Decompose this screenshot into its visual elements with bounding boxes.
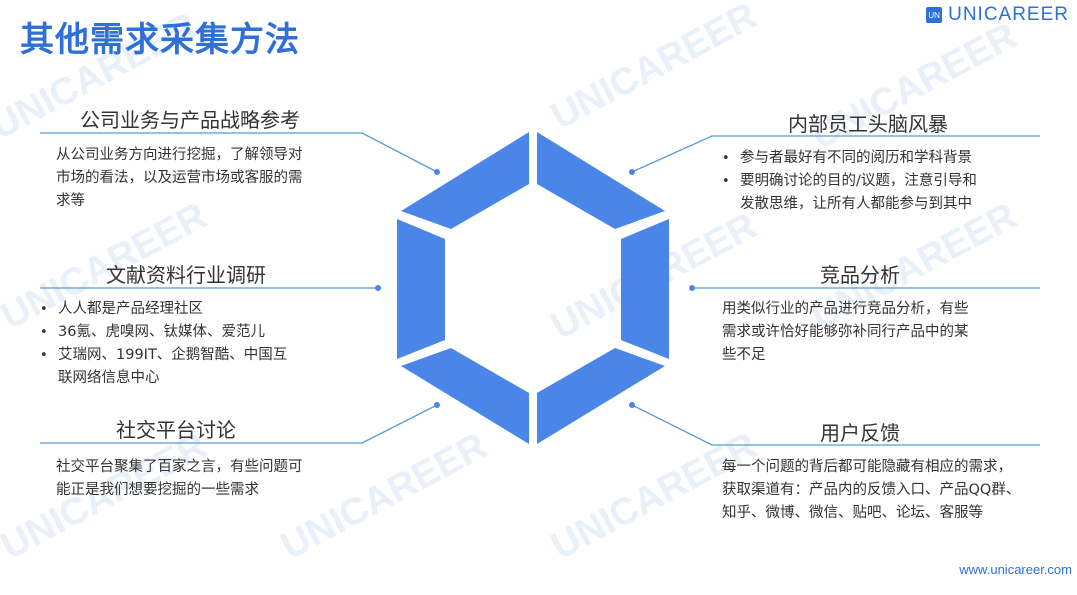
text-line: 市场的看法，以及运营市场或客服的需	[56, 170, 303, 186]
text-line: 社交平台聚集了百家之言，有些问题可	[56, 459, 303, 475]
list-item: 36氪、虎嗅网、钛媒体、爱范儿	[38, 321, 368, 344]
text-line: 知乎、微博、微信、贴吧、论坛、客服等	[722, 505, 983, 521]
section-body-social-discussion: 社交平台聚集了百家之言，有些问题可 能正是我们想要挖掘的一些需求	[56, 456, 376, 502]
section-title-social-discussion: 社交平台讨论	[116, 418, 236, 442]
connector-company-strategy	[40, 132, 438, 173]
hexagon-segment	[537, 348, 665, 444]
connector-dot	[689, 285, 695, 291]
hexagon-segment	[621, 219, 669, 359]
section-body-competitor: 用类似行业的产品进行竞品分析，有些 需求或许恰好能够弥补同行产品中的某 些不足	[722, 298, 1052, 367]
text-line: 获取渠道有：产品内的反馈入口、产品QQ群、	[722, 482, 1021, 498]
connector-dot	[629, 402, 635, 408]
section-title-brainstorm: 内部员工头脑风暴	[788, 112, 948, 136]
hexagon-segment	[397, 219, 445, 359]
connector-feedback	[631, 404, 1040, 446]
hexagon-segment	[401, 132, 529, 229]
page-title: 其他需求采集方法	[20, 20, 300, 60]
text-line: 些不足	[722, 347, 766, 363]
section-title-company-strategy: 公司业务与产品战略参考	[80, 108, 300, 132]
section-title-feedback: 用户反馈	[820, 421, 900, 445]
text-line: 从公司业务方向进行挖掘，了解领导对	[56, 147, 303, 163]
connector-social-discussion	[40, 404, 438, 444]
brand-name: UNICAREER	[948, 4, 1069, 25]
section-title-literature-research: 文献资料行业调研	[106, 263, 266, 287]
unicareer-logo-icon: UN	[926, 7, 943, 23]
list-item: 参与者最好有不同的阅历和学科背景	[720, 147, 1060, 170]
section-title-competitor: 竞品分析	[820, 263, 900, 287]
connector-dot	[629, 169, 635, 175]
list-item: 人人都是产品经理社区	[38, 298, 368, 321]
brand-logo: UN UNICAREER	[926, 4, 1069, 26]
text-line: 求等	[56, 193, 85, 209]
connector-dot	[434, 169, 440, 175]
text-line: 能正是我们想要挖掘的一些需求	[56, 482, 259, 498]
text-line: 每一个问题的背后都可能隐藏有相应的需求，	[722, 459, 1012, 475]
connector-brainstorm	[631, 135, 1040, 173]
footer-url: www.unicareer.com	[959, 562, 1072, 577]
connector-dot	[434, 402, 440, 408]
connector-dot	[375, 285, 381, 291]
bullet-list: 参与者最好有不同的阅历和学科背景 要明确讨论的目的/议题，注意引导和发散思维，让…	[720, 147, 1060, 216]
bullet-list: 人人都是产品经理社区 36氪、虎嗅网、钛媒体、爱范儿 艾瑞网、199IT、企鹅智…	[38, 298, 368, 390]
section-body-feedback: 每一个问题的背后都可能隐藏有相应的需求， 获取渠道有：产品内的反馈入口、产品QQ…	[722, 456, 1072, 525]
section-body-company-strategy: 从公司业务方向进行挖掘，了解领导对 市场的看法，以及运营市场或客服的需 求等	[56, 144, 376, 213]
text-line: 需求或许恰好能够弥补同行产品中的某	[722, 324, 969, 340]
hexagon-segment	[537, 132, 665, 229]
text-line: 用类似行业的产品进行竞品分析，有些	[722, 301, 969, 317]
section-body-brainstorm: 参与者最好有不同的阅历和学科背景 要明确讨论的目的/议题，注意引导和发散思维，让…	[720, 147, 1060, 216]
hexagon-segment	[401, 348, 529, 444]
section-body-literature-research: 人人都是产品经理社区 36氪、虎嗅网、钛媒体、爱范儿 艾瑞网、199IT、企鹅智…	[38, 298, 368, 390]
